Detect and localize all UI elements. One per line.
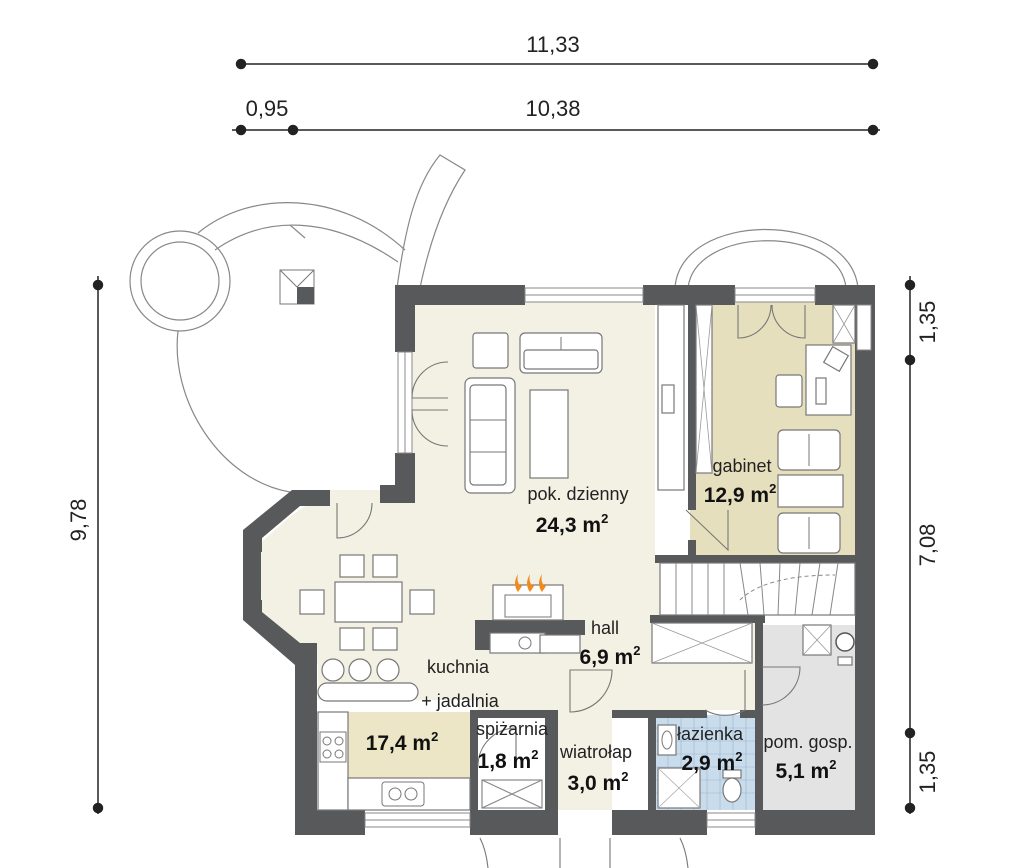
dim-right-middle: 7,08 — [915, 524, 940, 567]
kitchen-sink-icon — [381, 781, 425, 807]
room-label-spizarnia: spiżarnia 1,8 m2 — [476, 719, 549, 773]
room-label-hall: hall 6,9 m2 — [580, 618, 641, 669]
svg-text:3,0 m2: 3,0 m2 — [568, 769, 629, 795]
svg-text:24,3 m2: 24,3 m2 — [536, 511, 609, 537]
svg-text:2,9 m2: 2,9 m2 — [682, 749, 743, 775]
dim-top-total: 11,33 — [526, 32, 579, 57]
armchair — [472, 332, 509, 369]
windows — [364, 287, 872, 828]
room-area: 1,8 m — [478, 750, 532, 773]
hall-wardrobe — [651, 622, 753, 664]
bathroom-tile-grid — [655, 715, 757, 810]
room-name: kuchnia — [427, 657, 490, 677]
area-unit-sup: 2 — [621, 769, 628, 784]
sofa-left — [464, 377, 516, 494]
room-area: 2,9 m — [682, 752, 736, 775]
svg-text:12,9 m2: 12,9 m2 — [704, 481, 777, 507]
svg-text:6,9 m2: 6,9 m2 — [580, 643, 641, 669]
room-label-gabinet: gabinet 12,9 m2 — [704, 456, 777, 507]
kitchen-bar-stools — [317, 658, 419, 702]
room-label-pom-gosp: pom. gosp. 5,1 m2 — [763, 732, 852, 783]
room-name: spiżarnia — [476, 719, 549, 739]
fireplace — [489, 574, 581, 654]
door-swings — [336, 304, 806, 868]
room-name: gabinet — [712, 456, 771, 476]
svg-text:5,1 m2: 5,1 m2 — [776, 757, 837, 783]
room-area: 12,9 m — [704, 484, 769, 507]
bathroom-fixtures — [657, 724, 742, 809]
walls — [243, 285, 875, 835]
room-label-wiatrolap: wiatrołap 3,0 m2 — [559, 742, 632, 795]
area-unit-sup: 2 — [735, 749, 742, 764]
room-name: łazienka — [677, 724, 744, 744]
pantry-shelves — [481, 779, 543, 809]
dim-right-top: 1,35 — [915, 301, 940, 344]
room-area: 6,9 m — [580, 646, 634, 669]
room-name: pok. dzienny — [527, 484, 628, 504]
area-unit-sup: 2 — [829, 757, 836, 772]
room-area: 3,0 m — [568, 772, 622, 795]
garden-lamp-icon — [279, 269, 315, 305]
dining-set — [299, 554, 435, 651]
tv-cabinet — [657, 304, 685, 491]
dimension-lines — [92, 58, 916, 814]
room-area: 17,4 m — [366, 732, 431, 755]
svg-text:1,8 m2: 1,8 m2 — [478, 747, 539, 773]
dim-right-bottom: 1,35 — [915, 751, 940, 794]
area-unit-sup: 2 — [769, 481, 776, 496]
dim-top-right: 10,38 — [525, 96, 580, 121]
room-name: hall — [591, 618, 619, 638]
dim-left-total: 9,78 — [66, 499, 91, 542]
kitchen-counter — [317, 711, 471, 811]
area-unit-sup: 2 — [633, 643, 640, 658]
dim-top-left: 0,95 — [246, 96, 289, 121]
utility-equipment — [802, 624, 855, 666]
office-furniture — [695, 304, 856, 554]
room-area: 5,1 m — [776, 760, 830, 783]
room-label-kuchnia: kuchnia + jadalnia 17,4 m2 — [366, 657, 500, 755]
terrace-outline — [129, 154, 859, 493]
room-area: 24,3 m — [536, 514, 601, 537]
room-label-lazienka: łazienka 2,9 m2 — [677, 724, 744, 775]
area-unit-sup: 2 — [431, 729, 438, 744]
cooktop-icon — [319, 731, 347, 763]
toilet-icon — [722, 769, 742, 803]
area-unit-sup: 2 — [601, 511, 608, 526]
room-name-line2: + jadalnia — [421, 691, 500, 711]
sofa-top — [519, 332, 603, 374]
room-name: wiatrołap — [559, 742, 632, 762]
svg-text:17,4 m2: 17,4 m2 — [366, 729, 439, 755]
staircase — [659, 562, 856, 616]
room-label-pokoj-dzienny: pok. dzienny 24,3 m2 — [527, 484, 628, 537]
room-name: pom. gosp. — [763, 732, 852, 752]
area-unit-sup: 2 — [531, 747, 538, 762]
coffee-table — [529, 389, 569, 479]
